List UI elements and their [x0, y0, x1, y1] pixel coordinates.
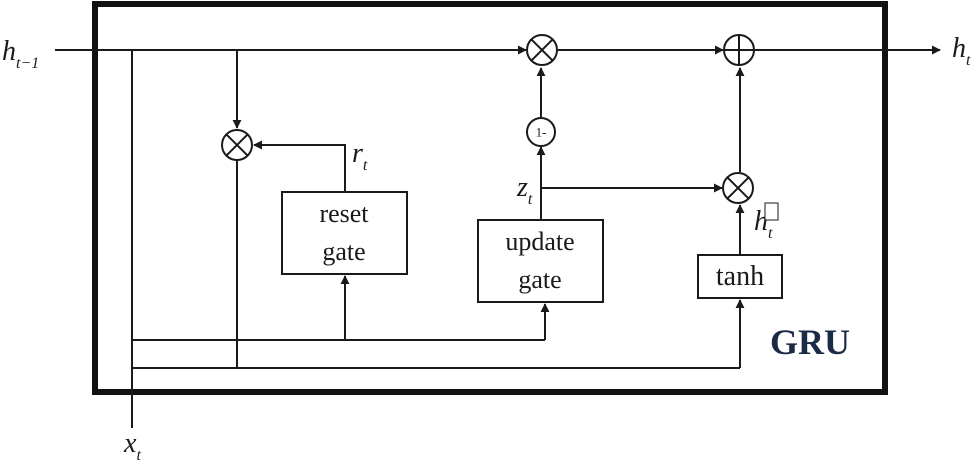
update-gate: update gate — [477, 219, 604, 303]
reset-gate-label-line1: reset — [319, 199, 369, 228]
label-r: rt — [352, 138, 368, 174]
tanh-block: tanh — [697, 254, 783, 299]
gru-frame — [92, 1, 888, 395]
one-minus-label: 1- — [536, 125, 547, 140]
reset-gate: reset gate — [281, 191, 408, 275]
state-multiply-op — [526, 34, 558, 66]
candidate-marker-box — [764, 202, 779, 221]
label-z: zt — [516, 172, 533, 208]
label-x: xt — [123, 428, 141, 464]
tanh-label: tanh — [716, 261, 764, 292]
reset-gate-label-line2: gate — [322, 237, 365, 266]
wire-rt — [253, 140, 346, 192]
update-gate-label-line2: gate — [518, 265, 561, 294]
label-h-candidate: ht — [754, 202, 779, 242]
reset-multiply-op — [221, 129, 253, 161]
candidate-multiply-op — [722, 172, 754, 204]
gru-title: GRU — [770, 322, 850, 362]
add-op — [723, 34, 755, 66]
label-h-out: ht — [952, 33, 971, 69]
update-gate-label-line1: update — [505, 227, 574, 256]
label-h-prev: ht−1 — [2, 36, 39, 72]
one-minus-op: 1- — [526, 117, 556, 147]
